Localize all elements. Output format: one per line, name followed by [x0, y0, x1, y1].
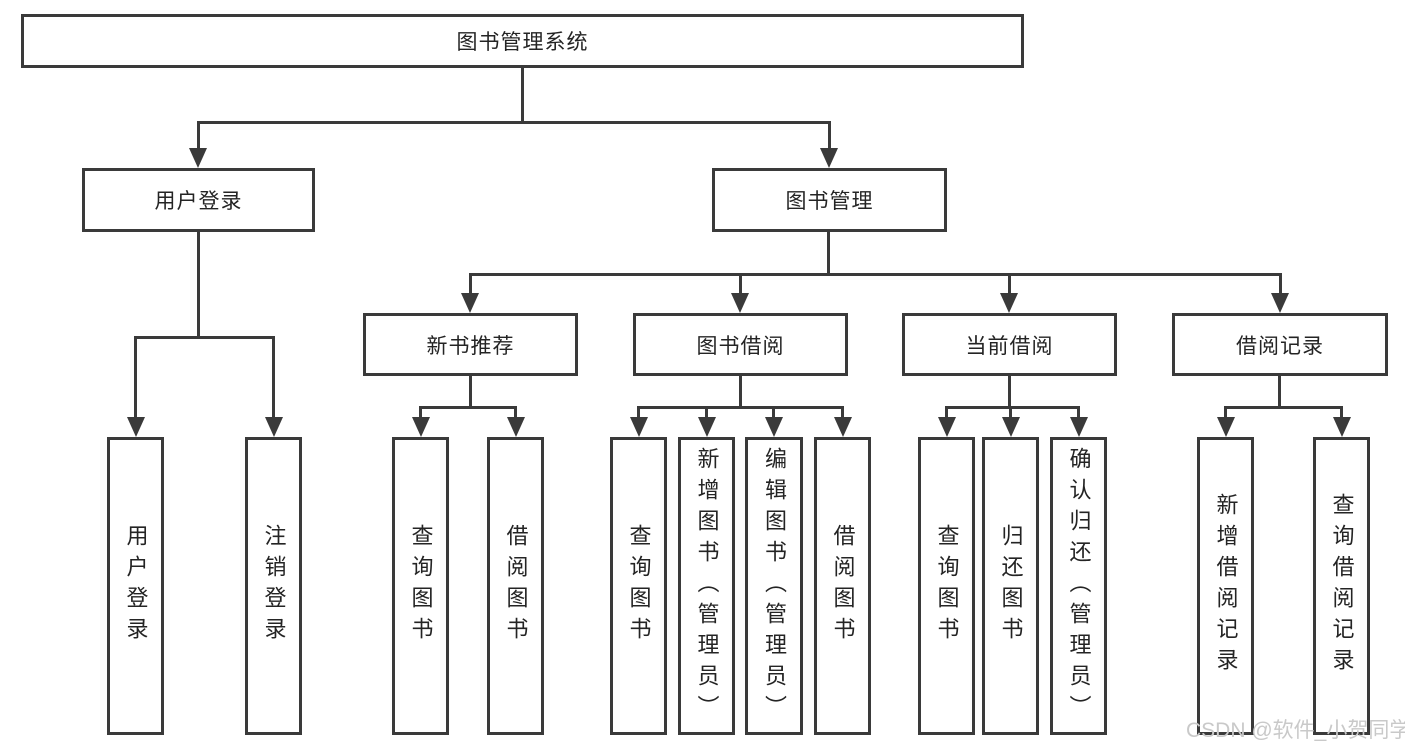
leaf-label: 查询图书 [626, 524, 652, 648]
node-label: 当前借阅 [965, 334, 1054, 358]
leaf-label: 确认归还（管理员） [1066, 446, 1092, 726]
arrow-down-icon [507, 417, 525, 437]
node-borrow-records: 借阅记录 [1172, 313, 1388, 376]
node-label: 新书推荐 [426, 334, 515, 358]
node-system-root: 图书管理系统 [21, 14, 1024, 68]
connector-arrow-stem [197, 121, 200, 150]
arrow-down-icon [1217, 417, 1235, 437]
arrow-down-icon [731, 293, 749, 313]
connector-new-book-bar [419, 406, 517, 409]
connector-root-stem [521, 67, 524, 122]
leaf-label: 注销登录 [261, 524, 287, 648]
arrow-down-icon [1002, 417, 1020, 437]
connector-borrow-record-stem [1278, 376, 1281, 406]
connector-arrow-stem [272, 336, 275, 418]
connector-new-book-stem [469, 376, 472, 406]
connector-book-mgmt-bar [469, 273, 1282, 276]
arrow-down-icon [765, 417, 783, 437]
leaf-add-borrow-record: 新增借阅记录 [1197, 437, 1254, 735]
connector-borrow-record-bar [1224, 406, 1343, 409]
arrow-down-icon [1333, 417, 1351, 437]
leaf-label: 借阅图书 [830, 524, 856, 648]
arrow-down-icon [1000, 293, 1018, 313]
connector-root-bar [197, 121, 831, 124]
leaf-label: 新增图书（管理员） [694, 446, 720, 726]
connector-arrow-stem [637, 406, 640, 418]
leaf-label: 新增借阅记录 [1213, 493, 1239, 679]
arrow-down-icon [189, 148, 207, 168]
leaf-edit-books-admin: 编辑图书（管理员） [745, 437, 803, 735]
node-book-management: 图书管理 [712, 168, 947, 232]
connector-current-borrow-stem [1008, 376, 1011, 406]
connector-arrow-stem [828, 121, 831, 150]
connector-arrow-stem [841, 406, 844, 418]
node-label: 借阅记录 [1236, 334, 1324, 358]
connector-book-borrow-bar [637, 406, 844, 409]
leaf-label: 编辑图书（管理员） [762, 446, 787, 726]
node-label: 用户登录 [154, 190, 243, 213]
arrow-down-icon [461, 293, 479, 313]
node-user-login: 用户登录 [82, 168, 315, 232]
leaf-query-books-current: 查询图书 [918, 437, 975, 735]
connector-user-login-bar [134, 336, 275, 339]
node-label: 图书管理系统 [456, 31, 589, 54]
connector-book-mgmt-stem [827, 232, 830, 273]
connector-arrow-stem [419, 406, 422, 418]
leaf-label: 归还图书 [998, 524, 1024, 648]
connector-arrow-stem [1279, 273, 1282, 294]
arrow-down-icon [127, 417, 145, 437]
node-current-borrow: 当前借阅 [902, 313, 1117, 376]
arrow-down-icon [1271, 293, 1289, 313]
arrow-down-icon [938, 417, 956, 437]
node-label: 图书借阅 [696, 334, 785, 358]
connector-arrow-stem [1224, 406, 1227, 418]
arrow-down-icon [820, 148, 838, 168]
arrow-down-icon [698, 417, 716, 437]
node-book-borrow: 图书借阅 [633, 313, 848, 376]
connector-arrow-stem [772, 406, 775, 418]
connector-arrow-stem [469, 273, 472, 294]
leaf-add-books-admin: 新增图书（管理员） [678, 437, 735, 735]
leaf-label: 查询借阅记录 [1329, 493, 1355, 679]
connector-arrow-stem [134, 336, 137, 418]
leaf-label: 查询图书 [408, 524, 434, 648]
leaf-borrow-books: 借阅图书 [814, 437, 871, 735]
connector-arrow-stem [514, 406, 517, 418]
arrow-down-icon [265, 417, 283, 437]
leaf-confirm-return-admin: 确认归还（管理员） [1050, 437, 1107, 735]
connector-book-borrow-stem [739, 376, 742, 406]
connector-current-borrow-bar [945, 406, 1080, 409]
leaf-query-borrow-record: 查询借阅记录 [1313, 437, 1370, 735]
leaf-user-login: 用户登录 [107, 437, 164, 735]
leaf-label: 用户登录 [123, 524, 149, 648]
leaf-return-books: 归还图书 [982, 437, 1039, 735]
connector-arrow-stem [705, 406, 708, 418]
leaf-label: 借阅图书 [503, 524, 529, 648]
connector-arrow-stem [739, 273, 742, 294]
connector-arrow-stem [1008, 273, 1011, 294]
node-label: 图书管理 [785, 190, 874, 213]
leaf-logout: 注销登录 [245, 437, 302, 735]
connector-user-login-stem [197, 232, 200, 336]
leaf-label: 查询图书 [934, 524, 960, 648]
connector-arrow-stem [1009, 406, 1012, 418]
arrow-down-icon [630, 417, 648, 437]
arrow-down-icon [1070, 417, 1088, 437]
leaf-query-books-borrow: 查询图书 [610, 437, 667, 735]
arrow-down-icon [834, 417, 852, 437]
node-new-book-recommend: 新书推荐 [363, 313, 578, 376]
connector-arrow-stem [1340, 406, 1343, 418]
leaf-query-books-recommend: 查询图书 [392, 437, 449, 735]
connector-arrow-stem [945, 406, 948, 418]
connector-arrow-stem [1077, 406, 1080, 418]
leaf-borrow-books-recommend: 借阅图书 [487, 437, 544, 735]
csdn-watermark: CSDN @软件_小贺同学 [1186, 719, 1405, 742]
arrow-down-icon [412, 417, 430, 437]
